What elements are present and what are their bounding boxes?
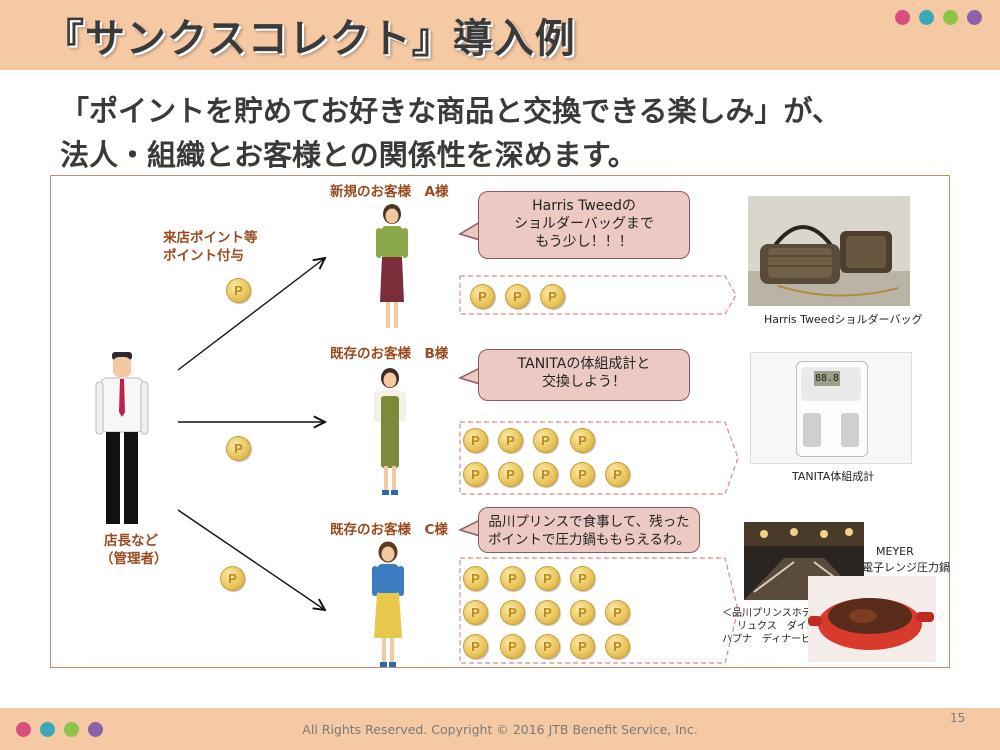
coin-icon: P: [533, 428, 558, 453]
harris-tweed-bag-image: [748, 196, 910, 306]
coin-icon: P: [500, 566, 525, 591]
bubble-b-line-1: TANITAの体組成計と: [517, 356, 651, 372]
coin-icon: P: [500, 634, 525, 659]
bubble-a-line-2: ショルダーバッグまで: [514, 216, 654, 232]
bubble-tail-b: [457, 367, 481, 385]
diagram-frame: [50, 175, 950, 668]
bubble-c-line-2: ポイントで圧力鍋ももらえるわ。: [487, 532, 691, 548]
coin-icon: P: [463, 428, 488, 453]
points-label-2: ポイント付与: [163, 248, 244, 264]
scale-electrode-right: [841, 413, 859, 447]
coin-icon: P: [505, 284, 530, 309]
footer-dot-pink: [16, 722, 31, 737]
customer-a-label: 新規のお客様 A様: [330, 184, 449, 200]
page-title: 『サンクスコレクト』導入例: [44, 16, 576, 62]
customer-b-figure-icon: [374, 368, 406, 495]
coin-icon: P: [226, 278, 251, 303]
coin-icon: P: [220, 566, 245, 591]
product-c-caption-1: MEYER: [876, 545, 914, 558]
header-dot-purple: [967, 10, 982, 25]
manager-label-1: 店長など: [104, 533, 158, 549]
coin-icon: P: [570, 428, 595, 453]
coin-icon: P: [605, 634, 630, 659]
coin-icon: P: [570, 462, 595, 487]
scale-electrode-left: [803, 413, 821, 447]
coin-icon: P: [463, 600, 488, 625]
coin-icon: P: [535, 566, 560, 591]
manager-figure-icon: [95, 352, 149, 524]
tanita-scale-image: 88.8: [750, 352, 912, 464]
coin-icon: P: [226, 436, 251, 461]
restaurant-caption-2: リュクス ダイニング: [737, 621, 837, 632]
subtitle-line-2: 法人・組織とお客様との関係性を深めます。: [60, 138, 637, 172]
coin-icon: P: [500, 600, 525, 625]
coin-icon: P: [463, 462, 488, 487]
subtitle-line-1: 「ポイントを貯めてお好きな商品と交換できる楽しみ」が、: [60, 94, 841, 128]
header-dot-pink: [895, 10, 910, 25]
speech-bubble-b: TANITAの体組成計と 交換しよう！: [478, 349, 690, 401]
arrow-to-a: [177, 258, 325, 371]
customer-c-figure-icon: [372, 541, 404, 667]
footer-dot-purple: [88, 722, 103, 737]
arrow-to-c: [177, 509, 325, 610]
header-band: [0, 0, 1000, 70]
manager-label-2: （管理者）: [100, 551, 168, 567]
customer-c-label: 既存のお客様 C様: [330, 522, 448, 538]
header-dot-green: [943, 10, 958, 25]
restaurant-caption-1: ＜品川プリンスホテル＞: [722, 608, 832, 619]
coin-icon: P: [570, 600, 595, 625]
bubble-a-line-3: もう少し！！！: [535, 234, 633, 250]
footer-dot-green: [64, 722, 79, 737]
coin-icon: P: [463, 566, 488, 591]
customer-b-label: 既存のお客様 B様: [330, 346, 449, 362]
bubble-a-line-1: Harris Tweedの: [532, 198, 636, 214]
customer-a-figure-icon: [376, 204, 408, 328]
coin-icon: P: [540, 284, 565, 309]
coin-icon: P: [498, 462, 523, 487]
coin-icon: P: [535, 600, 560, 625]
coin-icon: P: [570, 634, 595, 659]
coin-box-a: [459, 275, 737, 315]
coin-icon: P: [533, 462, 558, 487]
bubble-tail-a: [458, 221, 481, 241]
speech-bubble-a: Harris Tweedの ショルダーバッグまで もう少し！！！: [478, 191, 690, 259]
coin-icon: P: [605, 462, 630, 487]
product-c-caption-2: 電子レンジ圧力鍋: [862, 561, 950, 574]
coin-icon: P: [605, 600, 630, 625]
bubble-b-line-2: 交換しよう！: [542, 374, 626, 390]
coin-icon: P: [463, 634, 488, 659]
header-dot-teal: [919, 10, 934, 25]
speech-bubble-c: 品川プリンスで食事して、残った ポイントで圧力鍋ももらえるわ。: [478, 507, 700, 553]
coin-icon: P: [498, 428, 523, 453]
points-label-1: 来店ポイント等: [163, 230, 258, 246]
coin-icon: P: [570, 566, 595, 591]
coin-icon: P: [535, 634, 560, 659]
footer-dot-teal: [40, 722, 55, 737]
coin-icon: P: [470, 284, 495, 309]
bubble-tail-c: [457, 519, 481, 537]
copyright-text: All Rights Reserved. Copyright © 2016 JT…: [302, 722, 698, 737]
product-b-caption: TANITA体組成計: [792, 470, 875, 483]
restaurant-caption-3: ハプナ ディナービュッフェ: [722, 634, 852, 645]
coin-box-c: [459, 557, 739, 664]
scale-display: 88.8: [814, 371, 840, 386]
footer-band: [0, 708, 1000, 750]
page-number: 15: [950, 711, 966, 725]
coin-box-b: [459, 421, 739, 495]
pressure-cooker-image: [808, 576, 936, 662]
bubble-c-line-1: 品川プリンスで食事して、残った: [488, 514, 690, 530]
product-a-caption: Harris Tweedショルダーバッグ: [764, 313, 923, 326]
